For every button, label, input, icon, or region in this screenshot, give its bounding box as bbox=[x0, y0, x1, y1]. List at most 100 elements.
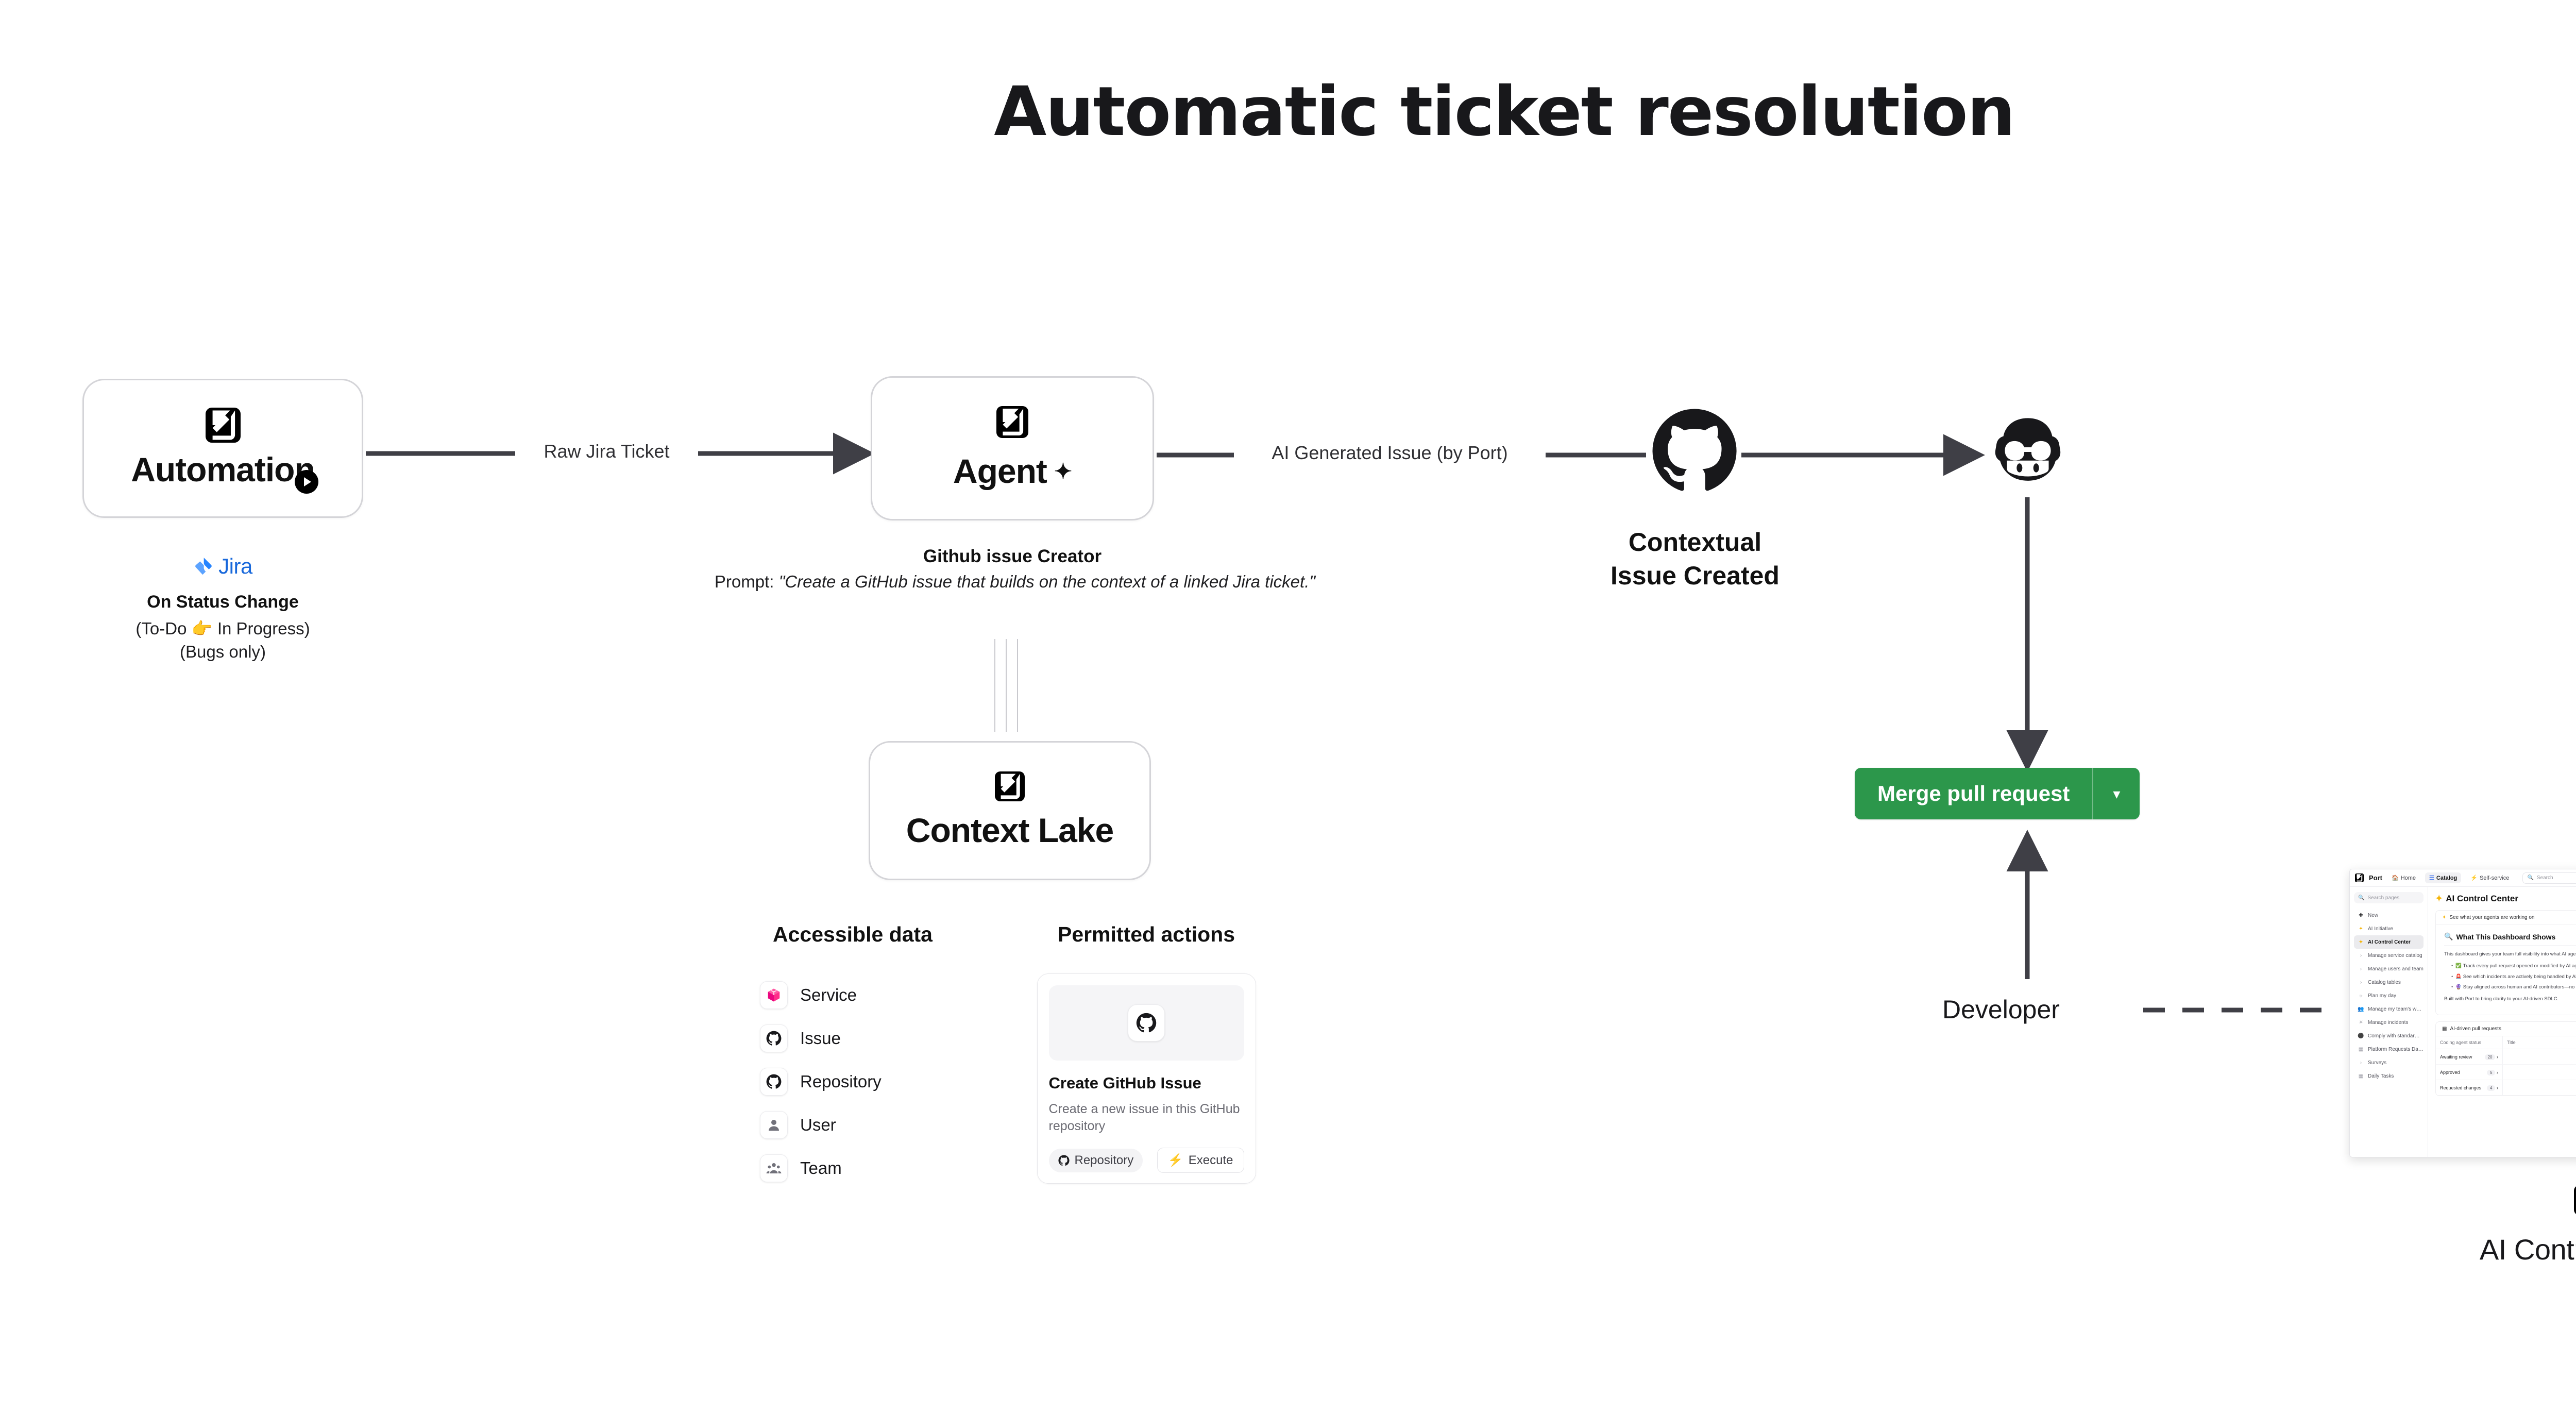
sidebar-item-label: Manage users and teams bbox=[2368, 966, 2424, 972]
action-card-title: Create GitHub Issue bbox=[1048, 1074, 1201, 1092]
search-pages-input[interactable]: 🔍 Search pages bbox=[2354, 892, 2424, 903]
sidebar-item-catalog-tables[interactable]: › Catalog tables bbox=[2354, 976, 2424, 989]
repository-tag-label: Repository bbox=[1074, 1153, 1134, 1167]
sidebar-item-label: Plan my day bbox=[2368, 993, 2397, 999]
sidebar-item-label: Catalog tables bbox=[2368, 979, 2401, 985]
table-title-row: ▦ AI-driven pull requests bbox=[2436, 1022, 2576, 1037]
nav-home-label: Home bbox=[2400, 875, 2416, 881]
sidebar-item-ai-control-center[interactable]: ✦ AI Control Center bbox=[2354, 935, 2424, 949]
team-icon: 👥 bbox=[2358, 1006, 2364, 1012]
nav-self-service[interactable]: ⚡ Self-service bbox=[2466, 872, 2513, 883]
node-agent-label: Agent ✦ bbox=[953, 451, 1072, 491]
automation-trigger-title: On Status Change bbox=[147, 592, 299, 612]
table-row[interactable]: Approved 5 › bbox=[2436, 1065, 2576, 1081]
screenshot-page-title: AI Control Center bbox=[2446, 893, 2518, 903]
plan-icon: ☼ bbox=[2358, 993, 2364, 999]
dashboard-banner: ✦ See what your agents are working on bbox=[2436, 911, 2576, 925]
table-row[interactable]: Awaiting review 20 › bbox=[2436, 1049, 2576, 1065]
context-lake-connector bbox=[994, 639, 1030, 732]
chevron-right-icon: › bbox=[2360, 1060, 2362, 1066]
search-pages-placeholder: Search pages bbox=[2367, 895, 2400, 901]
developer-label: Developer bbox=[1942, 995, 2060, 1024]
ai-driven-pull-requests-table: ▦ AI-driven pull requests Coding agent s… bbox=[2435, 1021, 2576, 1097]
chevron-right-icon[interactable]: › bbox=[2497, 1054, 2498, 1060]
dashboard-icon: ▦ bbox=[2358, 1073, 2364, 1079]
column-header-status[interactable]: Coding agent status bbox=[2436, 1036, 2503, 1049]
screenshot-page-header: ✦ AI Control Center 👥 + Widget ⋯ bbox=[2435, 893, 2576, 904]
node-agent[interactable]: Agent ✦ bbox=[871, 376, 1154, 520]
nav-home[interactable]: 🏠 Home bbox=[2387, 872, 2420, 883]
team-icon bbox=[760, 1154, 788, 1182]
sidebar-item-daily-tasks[interactable]: ▦ Daily Tasks bbox=[2354, 1069, 2424, 1083]
sidebar-item-surveys[interactable]: › Surveys bbox=[2354, 1056, 2424, 1069]
jira-label: Jira bbox=[218, 554, 252, 578]
list-item[interactable]: Service bbox=[729, 973, 976, 1017]
dashboard-heading: What This Dashboard Shows bbox=[2456, 932, 2556, 941]
repository-tag: Repository bbox=[1048, 1148, 1143, 1172]
row-status-label: Awaiting review bbox=[2440, 1054, 2472, 1060]
sidebar-item-label: New bbox=[2368, 912, 2379, 918]
cube-icon bbox=[760, 981, 788, 1009]
edge-label-ai-generated-issue: AI Generated Issue (by Port) bbox=[1272, 442, 1508, 463]
search-placeholder: Search bbox=[2536, 875, 2553, 881]
column-header-title[interactable]: Title bbox=[2507, 1040, 2516, 1046]
jira-icon bbox=[195, 558, 212, 575]
bullet-dot: • bbox=[2451, 973, 2453, 980]
ai-control-center-screenshot[interactable]: Port 🏠 Home ☰ Catalog ⚡ Self-service 🔍 S… bbox=[2349, 869, 2576, 1157]
sidebar-item-comply-with-standards[interactable]: ⚫ Comply with standar… bbox=[2354, 1029, 2424, 1043]
edge-label-raw-jira-ticket: Raw Jira Ticket bbox=[544, 441, 670, 462]
dashboard-heading-wrap: 🔍 What This Dashboard Shows bbox=[2444, 932, 2576, 946]
dashboard-bullet-text: 🔮 Stay aligned across human and AI contr… bbox=[2455, 984, 2576, 990]
chevron-right-icon: › bbox=[2360, 966, 2362, 972]
github-copilot-icon bbox=[1986, 415, 2070, 492]
list-item[interactable]: Repository bbox=[729, 1060, 976, 1103]
sidebar-item-plan-my-day[interactable]: ☼ Plan my day bbox=[2354, 989, 2424, 1002]
row-count-badge: 5 bbox=[2487, 1069, 2496, 1075]
chevron-down-icon[interactable]: ▾ bbox=[2092, 768, 2140, 819]
lightning-icon: ⚡ bbox=[2470, 875, 2478, 881]
screenshot-page-title-wrap: ✦ AI Control Center bbox=[2435, 894, 2518, 904]
merge-pull-request-button[interactable]: Merge pull request ▾ bbox=[1855, 768, 2140, 819]
dashboard-card: ✦ See what your agents are working on 🔍 … bbox=[2435, 910, 2576, 1016]
row-status-cell: Approved 5 › bbox=[2436, 1065, 2503, 1080]
nav-catalog[interactable]: ☰ Catalog bbox=[2425, 872, 2462, 883]
list-item[interactable]: User bbox=[729, 1103, 976, 1147]
shield-icon: ⚫ bbox=[2358, 1033, 2364, 1039]
action-card[interactable]: Create GitHub Issue Create a new issue i… bbox=[1037, 973, 1256, 1184]
sidebar-item-platform-requests-dashboard[interactable]: ▦ Platform Requests Da… bbox=[2354, 1043, 2424, 1056]
sidebar-item-ai-initiative[interactable]: ✦ AI Initiative bbox=[2354, 922, 2424, 935]
list-item-label: Team bbox=[800, 1158, 842, 1178]
chevron-right-icon[interactable]: › bbox=[2497, 1085, 2498, 1090]
agent-prompt-text: "Create a GitHub issue that builds on th… bbox=[778, 572, 1316, 591]
dashboard-footer: Built with Port to bring clarity to your… bbox=[2444, 996, 2559, 1002]
sidebar-item-manage-users-and-teams[interactable]: › Manage users and teams bbox=[2354, 962, 2424, 976]
permitted-actions-panel: Permitted actions Create GitHub Issue Cr… bbox=[1012, 922, 1280, 1184]
list-item-label: Issue bbox=[800, 1029, 841, 1048]
table-header: Coding agent status Title Pull Request U… bbox=[2436, 1036, 2576, 1050]
dashboard-bullet-text: ✅ Track every pull request opened or mod… bbox=[2455, 963, 2576, 969]
list-item[interactable]: Issue bbox=[729, 1017, 976, 1060]
sidebar-item-manage-my-teams-work[interactable]: 👥 Manage my team's w… bbox=[2354, 1002, 2424, 1016]
search-input[interactable]: 🔍 Search ⌘ K bbox=[2522, 872, 2576, 884]
sparkle-icon: ✦ bbox=[2435, 893, 2443, 903]
search-icon: 🔍 bbox=[2527, 875, 2534, 881]
sidebar-item-manage-incidents[interactable]: ☀ Manage incidents bbox=[2354, 1016, 2424, 1029]
chevron-right-icon: › bbox=[2360, 979, 2362, 985]
node-context-lake[interactable]: Context Lake bbox=[869, 741, 1151, 880]
node-automation-label: Automation bbox=[131, 450, 315, 489]
sidebar-item-new[interactable]: ✚ New bbox=[2354, 909, 2424, 922]
node-automation[interactable]: Automation bbox=[82, 379, 363, 518]
screenshot-body: 🔍 Search pages ✚ New ✦ AI Initiative ✦ A… bbox=[2350, 887, 2576, 1157]
sparkle-icon: ✦ bbox=[2442, 915, 2447, 920]
home-icon: 🏠 bbox=[2392, 875, 2399, 881]
list-item[interactable]: Team bbox=[729, 1147, 976, 1190]
row-count-badge: 20 bbox=[2484, 1054, 2496, 1060]
table-row[interactable]: Requested changes 4 › bbox=[2436, 1080, 2576, 1096]
play-icon[interactable] bbox=[295, 470, 318, 494]
execute-button[interactable]: ⚡ Execute bbox=[1157, 1148, 1244, 1173]
sidebar-item-manage-service-catalog[interactable]: › Manage service catalog bbox=[2354, 949, 2424, 962]
chevron-right-icon[interactable]: › bbox=[2497, 1069, 2498, 1075]
sparkle-icon: ✦ bbox=[2359, 939, 2363, 945]
bullet-dot: • bbox=[2451, 984, 2453, 990]
